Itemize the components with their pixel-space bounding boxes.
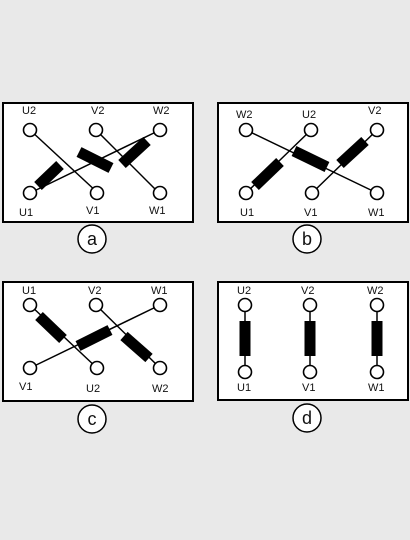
panel-d-terminal-top-2 [302, 297, 318, 313]
panel-c-terminal-top-1 [22, 297, 38, 313]
panel-d-terminal-bottom-3 [369, 364, 385, 380]
panel-b-bottom-label-3: W1 [368, 207, 385, 219]
panel-c-coil-1 [35, 312, 67, 343]
panel-c-bottom-label-2: U2 [86, 383, 100, 395]
panel-d-bottom-label-2: V1 [302, 382, 315, 394]
panel-d-top-label-3: W2 [367, 285, 384, 297]
panel-c-terminal-bottom-3 [152, 360, 168, 376]
panel-d-terminal-top-1 [237, 297, 253, 313]
panel-c-terminal-bottom-2 [89, 360, 105, 376]
panel-a-terminal-top-1 [22, 122, 38, 138]
panel-c-top-label-3: W1 [151, 285, 168, 297]
panel-a-top-label-3: W2 [153, 105, 170, 117]
panel-b-top-label-1: W2 [236, 109, 253, 121]
panel-d: U2 V2 W2 U1 V1 W1 d [217, 281, 409, 433]
panel-b-caption: b [302, 229, 312, 249]
panel-c-caption-circle [77, 404, 107, 434]
panel-a-bottom-label-2: V1 [86, 205, 99, 217]
panel-a-top-label-2: V2 [91, 105, 104, 117]
panel-b-terminal-bottom-2 [304, 185, 320, 201]
panel-c-top-label-2: V2 [88, 285, 101, 297]
panel-b-bottom-label-2: V1 [304, 207, 317, 219]
panel-d-top-label-2: V2 [301, 285, 314, 297]
panel-a-coil-1 [34, 161, 64, 190]
panel-b: W2 U2 V2 U1 V1 W1 b [217, 102, 409, 254]
panel-c-coil-2 [75, 325, 113, 351]
panel-c: U1 V2 W1 V1 U2 W2 c [2, 281, 194, 434]
panel-d-bottom-label-3: W1 [368, 382, 385, 394]
panel-d-top-label-1: U2 [237, 285, 251, 297]
panel-b-bottom-label-1: U1 [240, 207, 254, 219]
panel-b-top-label-2: U2 [302, 109, 316, 121]
panel-d-terminal-top-3 [369, 297, 385, 313]
panel-d-terminal-bottom-1 [237, 364, 253, 380]
panel-a-caption: a [87, 229, 98, 249]
panel-c-terminal-bottom-1 [22, 360, 38, 376]
panel-b-terminal-top-2 [303, 122, 319, 138]
panel-d-caption: d [302, 408, 312, 428]
panel-c-coil-3 [120, 331, 153, 363]
panel-b-terminal-bottom-3 [369, 185, 385, 201]
panel-d-caption-circle [292, 403, 322, 433]
panel-b-terminal-bottom-1 [238, 185, 254, 201]
panel-c-top-label-1: U1 [22, 285, 36, 297]
panel-b-coil-2 [291, 146, 330, 172]
panel-a-wire-u [29, 129, 99, 194]
panel-a-caption-circle [77, 224, 107, 254]
panel-c-caption: c [88, 409, 97, 429]
panel-a: U2 V2 W2 U1 V1 W1 a [2, 102, 194, 254]
panel-c-terminal-top-2 [88, 297, 104, 313]
panel-a-bottom-label-3: W1 [149, 205, 166, 217]
panel-c-terminal-top-3 [152, 297, 168, 313]
panel-b-coil-1 [251, 158, 284, 190]
panel-a-coil-3 [118, 136, 151, 169]
panel-d-terminal-bottom-2 [302, 364, 318, 380]
panel-b-terminal-top-1 [238, 122, 254, 138]
panel-a-bottom-label-1: U1 [19, 207, 33, 219]
panel-c-bottom-label-3: W2 [152, 383, 169, 395]
panel-b-terminal-top-3 [369, 122, 385, 138]
panel-a-terminal-bottom-1 [22, 185, 38, 201]
panel-a-coil-2 [76, 147, 114, 173]
panel-a-terminal-top-2 [88, 122, 104, 138]
panel-a-terminal-bottom-3 [152, 185, 168, 201]
panel-a-terminal-bottom-2 [89, 185, 105, 201]
panel-b-top-label-3: V2 [368, 105, 381, 117]
panel-a-top-label-1: U2 [22, 105, 36, 117]
panel-b-coil-3 [336, 136, 369, 169]
panel-d-bottom-label-1: U1 [237, 382, 251, 394]
panel-b-caption-circle [292, 224, 322, 254]
panel-a-terminal-top-3 [152, 122, 168, 138]
panel-c-bottom-label-1: V1 [19, 381, 32, 393]
